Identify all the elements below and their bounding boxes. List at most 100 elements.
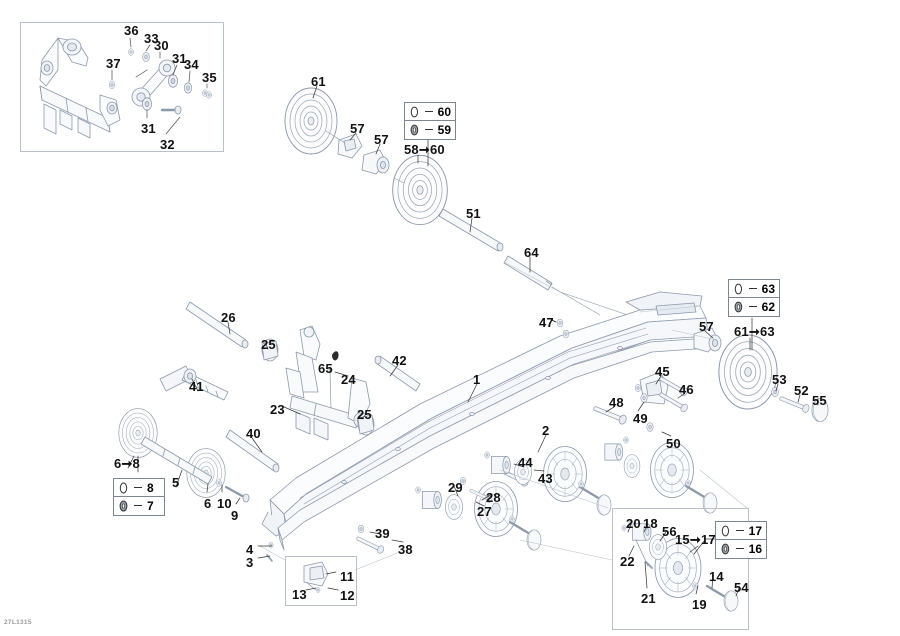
callout-14: 14 <box>709 569 724 584</box>
chip-dash <box>134 487 142 488</box>
callout-21: 21 <box>641 591 656 606</box>
chip-dash <box>134 505 142 506</box>
callout-61: 61 <box>311 74 326 89</box>
callout-36: 36 <box>124 23 139 38</box>
chip-row: 17 <box>716 522 766 539</box>
callout-48: 48 <box>609 395 624 410</box>
chip-number: 62 <box>761 299 775 314</box>
callout-35: 35 <box>202 70 217 85</box>
callout-31: 31 <box>141 121 156 136</box>
callout-42: 42 <box>392 353 407 368</box>
chip-number: 8 <box>147 480 154 495</box>
callout-51: 51 <box>466 206 481 221</box>
chip-row: 7 <box>114 496 164 514</box>
chip-number: 16 <box>748 541 762 556</box>
callout-40: 40 <box>246 426 261 441</box>
chip-dash <box>735 530 744 531</box>
callout-58-to-60: 58➞60 <box>404 142 445 157</box>
callout-27: 27 <box>477 504 492 519</box>
callout-52: 52 <box>794 383 809 398</box>
chip-number: 60 <box>437 104 451 119</box>
inset-box-sensor <box>285 556 357 606</box>
callout-6-to-8: 6➞8 <box>114 456 140 471</box>
seal-icon <box>734 301 743 312</box>
callout-65: 65 <box>318 361 333 376</box>
callout-25: 25 <box>357 407 372 422</box>
o-ring-icon <box>734 283 743 294</box>
callout-18: 18 <box>643 516 658 531</box>
callout-33: 33 <box>144 31 159 46</box>
chip-row: 60 <box>405 103 455 120</box>
callout-57: 57 <box>699 319 714 334</box>
chip-dash <box>748 288 757 289</box>
chip-dash <box>748 306 757 307</box>
chip-row: 63 <box>729 280 779 297</box>
seal-icon <box>410 124 419 135</box>
callout-32: 32 <box>160 137 175 152</box>
chip-box-62-63: 63 62 <box>728 279 780 317</box>
callout-6: 6 <box>204 496 212 511</box>
callout-26: 26 <box>221 310 236 325</box>
chip-row: 59 <box>405 120 455 138</box>
callout-38: 38 <box>398 542 413 557</box>
callout-44: 44 <box>518 455 533 470</box>
chip-row: 62 <box>729 297 779 315</box>
callout-22: 22 <box>620 554 635 569</box>
chip-box-59-60: 60 59 <box>404 102 456 140</box>
chip-number: 59 <box>437 122 451 137</box>
callout-50: 50 <box>666 436 681 451</box>
callout-24: 24 <box>341 372 356 387</box>
callout-34: 34 <box>184 57 199 72</box>
callout-10: 10 <box>217 496 232 511</box>
chip-row: 8 <box>114 479 164 496</box>
callout-2: 2 <box>542 423 550 438</box>
callout-29: 29 <box>448 480 463 495</box>
callout-56: 56 <box>662 524 677 539</box>
callout-20: 20 <box>626 516 641 531</box>
o-ring-icon <box>119 482 128 493</box>
callout-23: 23 <box>270 402 285 417</box>
callout-37: 37 <box>106 56 121 71</box>
callout-25: 25 <box>261 337 276 352</box>
chip-dash <box>424 129 433 130</box>
callout-3: 3 <box>246 555 254 570</box>
callout-43: 43 <box>538 471 553 486</box>
diagram-code: 27L1315 <box>4 619 32 626</box>
callout-19: 19 <box>692 597 707 612</box>
callout-61-to-63: 61➞63 <box>734 324 775 339</box>
inset-box-linkage <box>20 22 224 152</box>
chip-dash <box>735 548 744 549</box>
callout-57: 57 <box>374 132 389 147</box>
chip-dash <box>424 111 433 112</box>
seal-icon <box>721 543 730 554</box>
callout-53: 53 <box>772 372 787 387</box>
callout-45: 45 <box>655 364 670 379</box>
callout-49: 49 <box>633 411 648 426</box>
o-ring-icon <box>410 106 419 117</box>
chip-box-7-8: 8 7 <box>113 478 165 516</box>
callout-30: 30 <box>154 38 169 53</box>
callout-64: 64 <box>524 245 539 260</box>
callout-12: 12 <box>340 588 355 603</box>
callout-46: 46 <box>679 382 694 397</box>
callout-31: 31 <box>172 51 187 66</box>
chip-number: 63 <box>761 281 775 296</box>
inset-box-idler <box>612 508 749 630</box>
callout-28: 28 <box>486 490 501 505</box>
chip-number: 7 <box>147 498 154 513</box>
chip-box-16-17: 17 16 <box>715 521 767 559</box>
callout-47: 47 <box>539 315 554 330</box>
chip-row: 16 <box>716 539 766 557</box>
o-ring-icon <box>721 525 730 536</box>
callout-1: 1 <box>473 372 481 387</box>
callout-57: 57 <box>350 121 365 136</box>
callout-13: 13 <box>292 587 307 602</box>
chip-number: 17 <box>748 523 762 538</box>
callout-4: 4 <box>246 542 254 557</box>
seal-icon <box>119 500 128 511</box>
callout-41: 41 <box>189 379 204 394</box>
callout-55: 55 <box>812 393 827 408</box>
callout-15-to-17: 15➞17 <box>675 532 716 547</box>
